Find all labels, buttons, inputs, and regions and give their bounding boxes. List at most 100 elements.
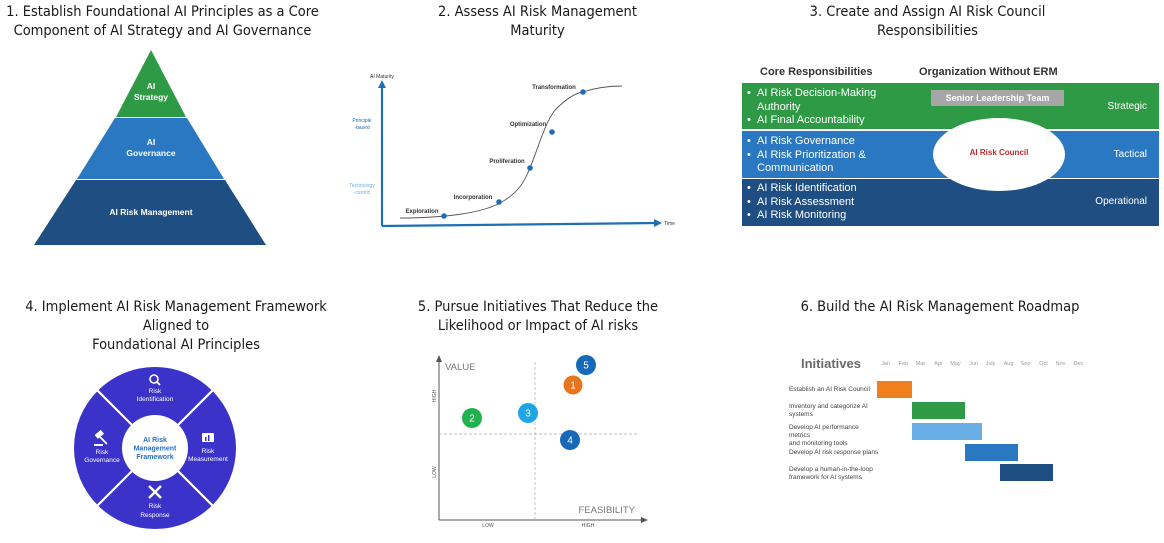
initiative-3-marker [518,403,538,423]
segment-governance-line2: Governance [84,457,120,464]
list-item: AI Risk Decision-Making Authority [747,87,917,114]
level-tactical: Tactical [1113,149,1147,160]
x-high-label: HIGH [582,523,595,529]
task-label: Develop a human-in-the-loop framework fo… [789,466,873,481]
gavel-icon [94,429,108,446]
month-label: Feb [898,361,909,367]
task-label: Develop AI performance metrics and monit… [789,424,859,447]
senior-leadership-box: Senior Leadership Team [931,90,1064,106]
pyramid-tier-strategy [116,50,186,117]
task-bar-ai-risk-council [877,381,912,398]
month-label: Apr [934,361,943,367]
initiative-2-label: 2 [469,414,475,425]
month-label: Dec [1073,361,1084,367]
stage-transformation-label: Transformation [532,85,576,91]
panel3-title: 3. Create and Assign AI Risk Council Res… [809,4,1046,39]
initiative-3-label: 3 [525,409,531,420]
level-strategic: Strategic [1107,101,1147,112]
task-bar-inventory [912,402,965,419]
risk-framework-wheel: AI Risk Management Framework Risk Identi… [74,367,236,529]
segment-measurement-line1: Risk [202,448,215,455]
ai-risk-council-ellipse: AI Risk Council [933,118,1065,191]
month-label: Sep [1020,361,1031,367]
initiative-5-marker [576,355,596,375]
month-label: Jun [969,361,978,367]
tier-governance-line1: AI [147,137,156,147]
level-operational: Operational [1095,196,1147,207]
stage-exploration-label: Exploration [405,209,438,215]
col-header-core-responsibilities: Core Responsibilities [760,66,873,78]
list-item: AI Risk Assessment [747,196,917,210]
y-low-label: LOW [432,466,438,478]
y-axis-arrow [436,355,442,362]
list-item: AI Risk Monitoring [747,209,917,223]
stage-incorporation-dot [496,199,502,205]
technology-centric-line2: -centric [354,190,371,196]
list-item: AI Final Accountability [747,114,917,128]
month-label: Aug [1003,361,1014,367]
stage-transformation-dot [580,89,586,95]
tier-risk-management-label: AI Risk Management [109,207,192,217]
tactical-items: AI Risk Governance AI Risk Prioritizatio… [744,135,917,176]
pyramid-tier-risk-management [34,180,266,245]
segment-response-line1: Risk [149,503,162,510]
pyramid-tier-governance [77,118,224,179]
magnifier-icon [149,374,161,386]
technology-centric-line1: Technology [349,183,375,189]
month-label: July [985,361,996,367]
segment-identification-line1: Risk [149,388,162,395]
initiative-1-label: 1 [570,381,576,392]
y-axis-arrow [378,80,386,88]
initiative-5-label: 5 [583,361,589,372]
list-item: AI Risk Governance [747,135,917,149]
x-axis-label: Time [664,221,675,227]
strategic-items: AI Risk Decision-Making Authority AI Fin… [744,87,917,128]
maturity-curve-chart: AI Maturity Time Principle -based Techno… [349,74,675,228]
roadmap-header: Initiatives [801,356,861,371]
tier-strategy-line1: AI [147,81,156,91]
maturity-s-curve [399,85,623,219]
tier-strategy-line2: Strategy [134,92,168,102]
stage-optimization-dot [549,129,555,135]
task-label: Establish an AI Risk Council [789,386,870,393]
y-axis-label: AI Maturity [370,74,394,80]
month-label: Jan [881,361,890,367]
initiative-1-marker [563,375,583,395]
segment-measurement-line2: Measurement [188,456,228,463]
stage-incorporation-label: Incorporation [454,195,493,201]
feasibility-axis-label: FEASIBILITY [579,505,636,516]
stage-optimization-label: Optimization [510,122,547,128]
month-label: Oct [1039,361,1048,367]
center-label-line3: Framework [136,454,173,461]
chart-icon [202,433,214,442]
center-label-line1: AI Risk [143,437,167,444]
initiative-4-marker [560,430,580,450]
x-axis-arrow [641,517,648,523]
col-header-organization: Organization Without ERM [919,66,1058,78]
operational-items: AI Risk Identification AI Risk Assessmen… [744,182,917,223]
ai-risk-council-label: AI Risk Council [969,148,1029,157]
panel6-title: 6. Build the AI Risk Management Roadmap [800,299,1080,315]
month-label: Nov [1055,361,1066,367]
panel4-title: 4. Implement AI Risk Management Framewor… [25,299,327,353]
month-label: Mar [915,361,926,367]
task-bar-human-in-loop [1000,464,1053,481]
initiative-2-marker [462,408,482,428]
x-axis-arrow [654,219,662,227]
stage-proliferation-dot [527,165,533,171]
x-axis [381,221,657,228]
list-item: AI Risk Prioritization & Communication [747,149,917,176]
center-label-line2: Management [134,446,177,453]
y-high-label: HIGH [432,389,438,402]
wheel-center [122,415,188,481]
pyramid-diagram: AI Strategy AI Governance AI Risk Manage… [34,50,266,245]
initiative-4-label: 4 [567,436,573,447]
segment-identification-line2: Identification [137,396,174,403]
task-label: Inventory and categorize AI systems [789,403,868,418]
principle-based-line2: -based [354,125,370,131]
month-label: May [950,361,961,367]
panel2-title: 2. Assess AI Risk Management Maturity [438,4,637,39]
task-bar-response-plans [965,444,1018,461]
band-operational: AI Risk Identification AI Risk Assessmen… [742,179,1159,226]
segment-governance-line1: Risk [96,449,109,456]
